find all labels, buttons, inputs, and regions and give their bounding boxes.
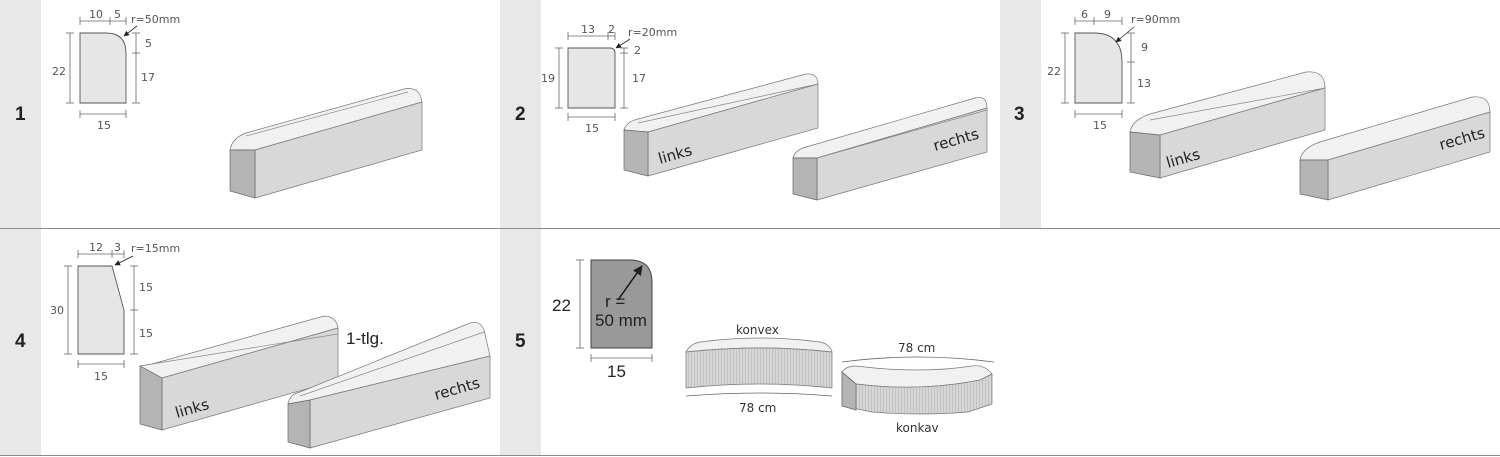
panel-4-number-column: [0, 229, 41, 455]
panel-4-profile: 12 3 r=15mm 30 15 15 15: [50, 241, 180, 383]
panel-3-profile: 6 9 r=90mm 22 9 13 15: [1047, 8, 1180, 132]
panel-3-dim-height: 22: [1047, 65, 1061, 78]
panel-3-number-column: [1000, 0, 1041, 228]
panel-5-concave-label: konkav: [896, 421, 939, 435]
panel-4-dim-side-a: 15: [139, 281, 153, 294]
panel-3-radius-label: r=90mm: [1131, 13, 1180, 26]
panel-2-dim-height: 19: [541, 72, 555, 85]
row-separator-top: [0, 228, 1500, 229]
panel-2-radius-label: r=20mm: [628, 26, 677, 39]
panel-3-dim-side-b: 13: [1137, 77, 1151, 90]
panel-4-stone-right: rechts: [287, 321, 491, 449]
panel-1-number-column: [0, 0, 41, 228]
panel-5-convex-stone: konvex 78 cm: [685, 323, 833, 415]
panel-1-number: 1: [15, 104, 26, 125]
panel-2-profile: 13 2 r=20mm 19 2 17 15: [541, 23, 677, 135]
panel-2-stone-left: links: [623, 73, 819, 177]
panel-4-number: 4: [15, 331, 26, 352]
panel-3-dim-width: 15: [1093, 119, 1107, 132]
panel-5-profile: r = 50 mm 22 15: [552, 259, 653, 381]
panel-1-dim-width: 15: [97, 119, 111, 132]
panel-2-dim-top-b: 2: [608, 23, 615, 36]
panel-3-stone-left: links: [1129, 71, 1326, 179]
panel-2-stone-right: rechts: [792, 97, 988, 201]
panel-1-dim-side-a: 5: [145, 37, 152, 50]
row-separator-bottom: [0, 455, 1500, 456]
panel-5-concave-length: 78 cm: [898, 341, 935, 355]
panel-3-dim-top-a: 6: [1081, 8, 1088, 21]
panel-5-convex-length: 78 cm: [739, 401, 776, 415]
panel-1-profile: 10 5 r=50mm 22 5 17 15: [52, 8, 180, 132]
panel-1-radius-label: r=50mm: [131, 13, 180, 26]
panel-2-dim-top-a: 13: [581, 23, 595, 36]
panel-2-dim-side-b: 17: [632, 72, 646, 85]
panel-4-stone-left: links: [138, 315, 339, 431]
panel-2-number: 2: [515, 104, 526, 125]
panel-1-dim-top-a: 10: [89, 8, 103, 21]
panel-2-dim-width: 15: [585, 122, 599, 135]
panel-4-dim-width: 15: [94, 370, 108, 383]
panel-3-dim-side-a: 9: [1141, 41, 1148, 54]
panel-3-number: 3: [1014, 104, 1025, 125]
panel-5-radius-line1: r =: [605, 292, 625, 311]
panel-4-radius-label: r=15mm: [131, 242, 180, 255]
panel-1-dim-height: 22: [52, 65, 66, 78]
panel-4-dim-top-b: 3: [114, 241, 121, 254]
panel-5-convex-label: konvex: [736, 323, 779, 337]
panel-4-dim-top-a: 12: [89, 241, 103, 254]
panel-5-dim-width: 15: [607, 362, 626, 381]
panel-1-dim-top-b: 5: [114, 8, 121, 21]
panel-5-number: 5: [515, 331, 526, 352]
panel-5-dim-height: 22: [552, 296, 571, 315]
panel-3-stone-right: rechts: [1299, 96, 1491, 201]
panel-5-number-column: [500, 229, 541, 455]
panel-4-note: 1-tlg.: [346, 329, 384, 348]
panel-1-stone: [229, 88, 423, 199]
panel-1-dim-side-b: 17: [141, 71, 155, 84]
panel-3-dim-top-b: 9: [1104, 8, 1111, 21]
panel-2-dim-side-a: 2: [634, 44, 641, 57]
panel-5-concave-stone: 78 cm konkav: [841, 341, 995, 435]
panel-5-radius-line2: 50 mm: [595, 311, 647, 330]
panel-4-dim-side-b: 15: [139, 327, 153, 340]
panel-4-dim-height: 30: [50, 304, 64, 317]
panel-2-number-column: [500, 0, 541, 228]
